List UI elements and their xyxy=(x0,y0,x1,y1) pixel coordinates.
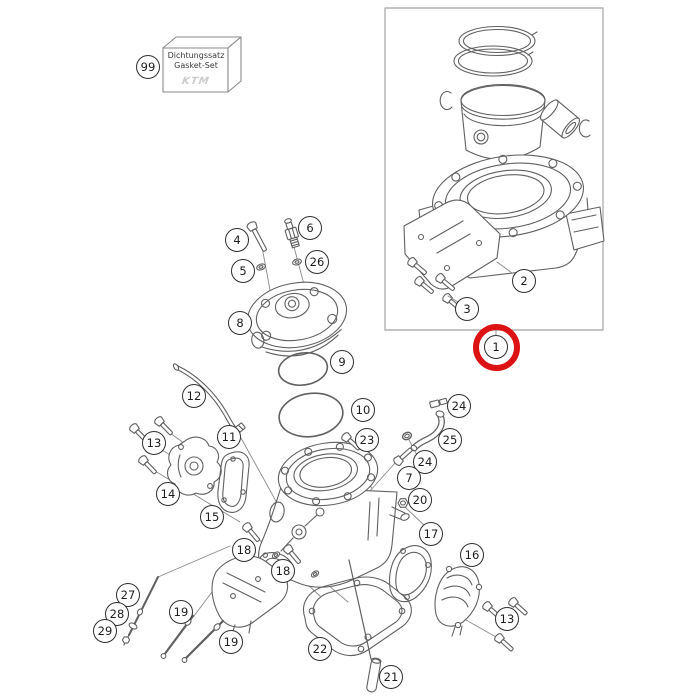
flange-screws-art xyxy=(240,520,320,578)
cylinder-head-art xyxy=(246,281,348,357)
cover-gasket-art xyxy=(217,451,250,513)
valve-cover-art xyxy=(166,436,222,496)
gasket-box-label-en: Gasket-Set xyxy=(174,61,218,71)
callout-22: 22 xyxy=(308,637,332,661)
ktm-logo: KTM xyxy=(181,75,211,87)
callout-7: 7 xyxy=(397,466,421,490)
gasket-box-art xyxy=(162,36,242,93)
callout-2: 2 xyxy=(512,269,536,293)
callout-23: 23 xyxy=(355,428,379,452)
side-cover-art xyxy=(434,565,483,637)
callout-99: 99 xyxy=(136,55,160,79)
callout-24a: 24 xyxy=(447,394,471,418)
callout-11: 11 xyxy=(217,425,241,449)
callout-21: 21 xyxy=(379,665,403,689)
callout-5: 5 xyxy=(231,259,255,283)
callout-10: 10 xyxy=(351,398,375,422)
callout-12: 12 xyxy=(182,384,206,408)
callout-28: 28 xyxy=(105,602,129,626)
callout-26: 26 xyxy=(305,250,329,274)
callout-8: 8 xyxy=(228,311,252,335)
piston-pin-art xyxy=(539,99,581,139)
callout-17: 17 xyxy=(419,522,443,546)
spark-plug-art xyxy=(284,218,302,266)
side-gasket-art xyxy=(388,545,432,603)
callout-15: 15 xyxy=(200,505,224,529)
callout-19a: 19 xyxy=(169,600,193,624)
callout-25: 25 xyxy=(438,428,462,452)
callout-13b: 13 xyxy=(495,607,519,631)
callout-18b: 18 xyxy=(271,559,295,583)
callout-9: 9 xyxy=(330,350,354,374)
piston-art xyxy=(460,83,546,160)
callout-16: 16 xyxy=(460,543,484,567)
callout-3: 3 xyxy=(455,297,479,321)
gasket-box-label-de: Dichtungssatz xyxy=(167,51,225,60)
highlight-ring xyxy=(472,323,520,371)
callout-29: 29 xyxy=(93,619,117,643)
orings-art xyxy=(277,351,344,438)
callout-19b: 19 xyxy=(219,630,243,654)
fitting-parts-art xyxy=(339,397,448,508)
callout-13a: 13 xyxy=(142,431,166,455)
callout-4: 4 xyxy=(225,228,249,252)
dowel-art xyxy=(348,559,382,693)
callout-20: 20 xyxy=(408,488,432,512)
callout-1: 1 xyxy=(484,335,508,359)
piston-rings-art xyxy=(453,25,538,77)
callout-14: 14 xyxy=(156,482,180,506)
stud-washer-nut-art xyxy=(121,576,159,646)
gasket-box-label: Dichtungssatz Gasket-Set KTM xyxy=(163,51,229,88)
callout-6: 6 xyxy=(298,216,322,240)
head-bolt-art xyxy=(245,219,270,271)
reed-block-art xyxy=(403,199,501,290)
circlips-art xyxy=(439,90,591,138)
callout-18a: 18 xyxy=(232,538,256,562)
